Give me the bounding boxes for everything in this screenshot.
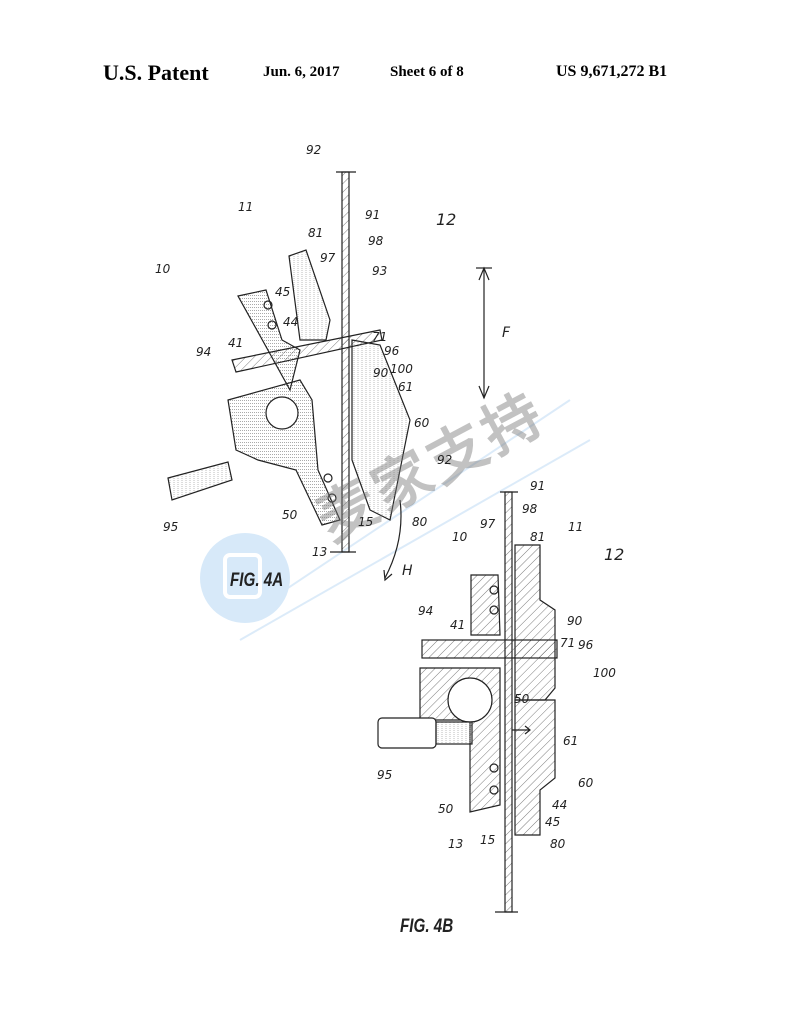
ref-label: 45 (545, 815, 561, 829)
ref-label: 12 (436, 210, 457, 229)
sheet-number: Sheet 6 of 8 (390, 64, 464, 80)
ref-label: 61 (563, 734, 579, 748)
ref-label: 90 (567, 614, 583, 628)
ref-label: 41 (450, 618, 466, 632)
ref-label: 81 (530, 530, 546, 544)
ref-label: 91 (365, 208, 381, 222)
ref-label: 96 (384, 344, 400, 358)
ref-label: 97 (480, 517, 496, 531)
ref-label: 11 (238, 200, 254, 214)
ref-label: 80 (412, 515, 428, 529)
ref-label: 60 (578, 776, 594, 790)
ref-label: 95 (163, 520, 179, 534)
ref-label: 10 (452, 530, 468, 544)
ref-label: 98 (368, 234, 384, 248)
ref-label: 13 (448, 837, 464, 851)
patent-title: U.S. Patent (103, 60, 209, 85)
ref-label: 95 (377, 768, 393, 782)
patent-number: US 9,671,272 B1 (556, 63, 668, 80)
figure-caption-4b: FIG. 4B (400, 916, 454, 937)
ref-label: 94 (196, 345, 212, 359)
watermark-logo (200, 399, 591, 641)
ref-label: 61 (398, 380, 414, 394)
ref-label: 93 (372, 264, 388, 278)
ref-label: 50 (282, 508, 298, 522)
ref-label: 94 (418, 604, 434, 618)
patent-date: Jun. 6, 2017 (263, 64, 340, 80)
ref-label: 13 (312, 545, 328, 559)
fig-4a-drawing (167, 171, 492, 582)
ref-label: 100 (390, 362, 413, 376)
ref-label: 98 (522, 502, 538, 516)
ref-label: 92 (437, 453, 453, 467)
ref-label: 71 (372, 330, 388, 344)
ref-label: 15 (358, 515, 374, 529)
ref-label: H (402, 563, 413, 579)
ref-label: 10 (155, 262, 171, 276)
ref-label: 81 (308, 226, 324, 240)
ref-label: 44 (552, 798, 568, 812)
ref-label: 92 (306, 143, 322, 157)
ref-label: 80 (550, 837, 566, 851)
ref-label: 41 (228, 336, 244, 350)
ref-label: 44 (283, 315, 299, 329)
fig-4b-drawing (377, 491, 558, 913)
ref-label: F (502, 325, 511, 341)
ref-label: 11 (568, 520, 584, 534)
ref-label: 96 (578, 638, 594, 652)
ref-label: 71 (560, 636, 576, 650)
ref-label: 45 (275, 285, 291, 299)
ref-label: 12 (604, 545, 625, 564)
figure-caption-4a: FIG. 4A (230, 570, 284, 591)
ref-label: 100 (593, 666, 616, 680)
ref-label: 90 (373, 366, 389, 380)
ref-label: 97 (320, 251, 336, 265)
ref-label: 50 (514, 692, 530, 706)
ref-label: 91 (530, 479, 546, 493)
ref-label: 60 (414, 416, 430, 430)
ref-label: 15 (480, 833, 496, 847)
ref-label: 50 (438, 802, 454, 816)
